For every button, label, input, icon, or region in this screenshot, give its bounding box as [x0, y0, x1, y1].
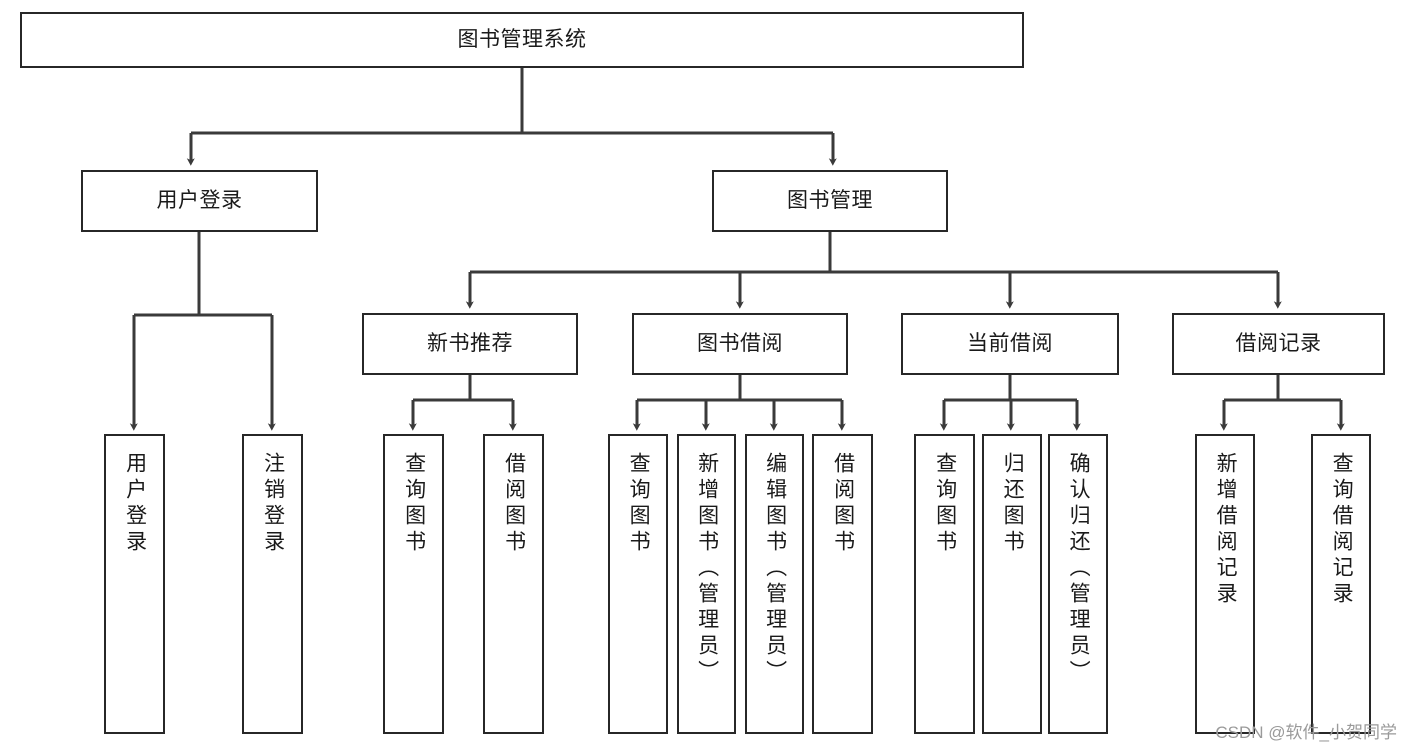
- node-label: 图书借阅: [697, 332, 783, 356]
- node-label: 借阅图书: [831, 452, 855, 556]
- node-label: 借阅记录: [1235, 332, 1322, 356]
- node-label: 新增借阅记录: [1214, 452, 1238, 608]
- node-label: 查询图书: [933, 452, 957, 556]
- node-label: 借阅图书: [502, 452, 526, 556]
- leaf-return-book[interactable]: 归还图书: [982, 434, 1042, 734]
- node-label: 查询图书: [402, 452, 426, 556]
- node-book-borrow[interactable]: 图书借阅: [632, 313, 848, 375]
- node-label: 新增图书（管理员）: [695, 452, 719, 686]
- node-label: 图书管理: [787, 189, 873, 213]
- leaf-edit-book-admin[interactable]: 编辑图书（管理员）: [745, 434, 804, 734]
- leaf-query-book-new-rec[interactable]: 查询图书: [383, 434, 444, 734]
- leaf-borrow-book-new-rec[interactable]: 借阅图书: [483, 434, 544, 734]
- leaf-query-borrow-record[interactable]: 查询借阅记录: [1311, 434, 1371, 734]
- node-label: 归还图书: [1001, 452, 1025, 556]
- node-label: 当前借阅: [967, 332, 1053, 356]
- leaf-query-book-current[interactable]: 查询图书: [914, 434, 975, 734]
- leaf-add-book-admin[interactable]: 新增图书（管理员）: [677, 434, 736, 734]
- node-label: 图书管理系统: [457, 28, 587, 52]
- node-label: 查询借阅记录: [1330, 452, 1354, 608]
- node-label: 注销登录: [261, 452, 285, 556]
- node-label: 用户登录: [156, 189, 243, 213]
- node-book-manage[interactable]: 图书管理: [712, 170, 948, 232]
- leaf-borrow-book-borrow[interactable]: 借阅图书: [812, 434, 873, 734]
- node-new-book-recommend[interactable]: 新书推荐: [362, 313, 578, 375]
- node-label: 用户登录: [123, 452, 147, 556]
- node-label: 新书推荐: [427, 332, 513, 356]
- node-label: 查询图书: [627, 452, 651, 556]
- node-root-system[interactable]: 图书管理系统: [20, 12, 1024, 68]
- node-current-borrow[interactable]: 当前借阅: [901, 313, 1119, 375]
- leaf-logout-login[interactable]: 注销登录: [242, 434, 303, 734]
- leaf-user-login[interactable]: 用户登录: [104, 434, 165, 734]
- leaf-add-borrow-record[interactable]: 新增借阅记录: [1195, 434, 1255, 734]
- node-borrow-record[interactable]: 借阅记录: [1172, 313, 1385, 375]
- leaf-query-book-borrow[interactable]: 查询图书: [608, 434, 668, 734]
- leaf-confirm-return-admin[interactable]: 确认归还（管理员）: [1048, 434, 1108, 734]
- node-label: 确认归还（管理员）: [1067, 452, 1091, 686]
- node-label: 编辑图书（管理员）: [763, 452, 787, 686]
- node-user-login[interactable]: 用户登录: [81, 170, 318, 232]
